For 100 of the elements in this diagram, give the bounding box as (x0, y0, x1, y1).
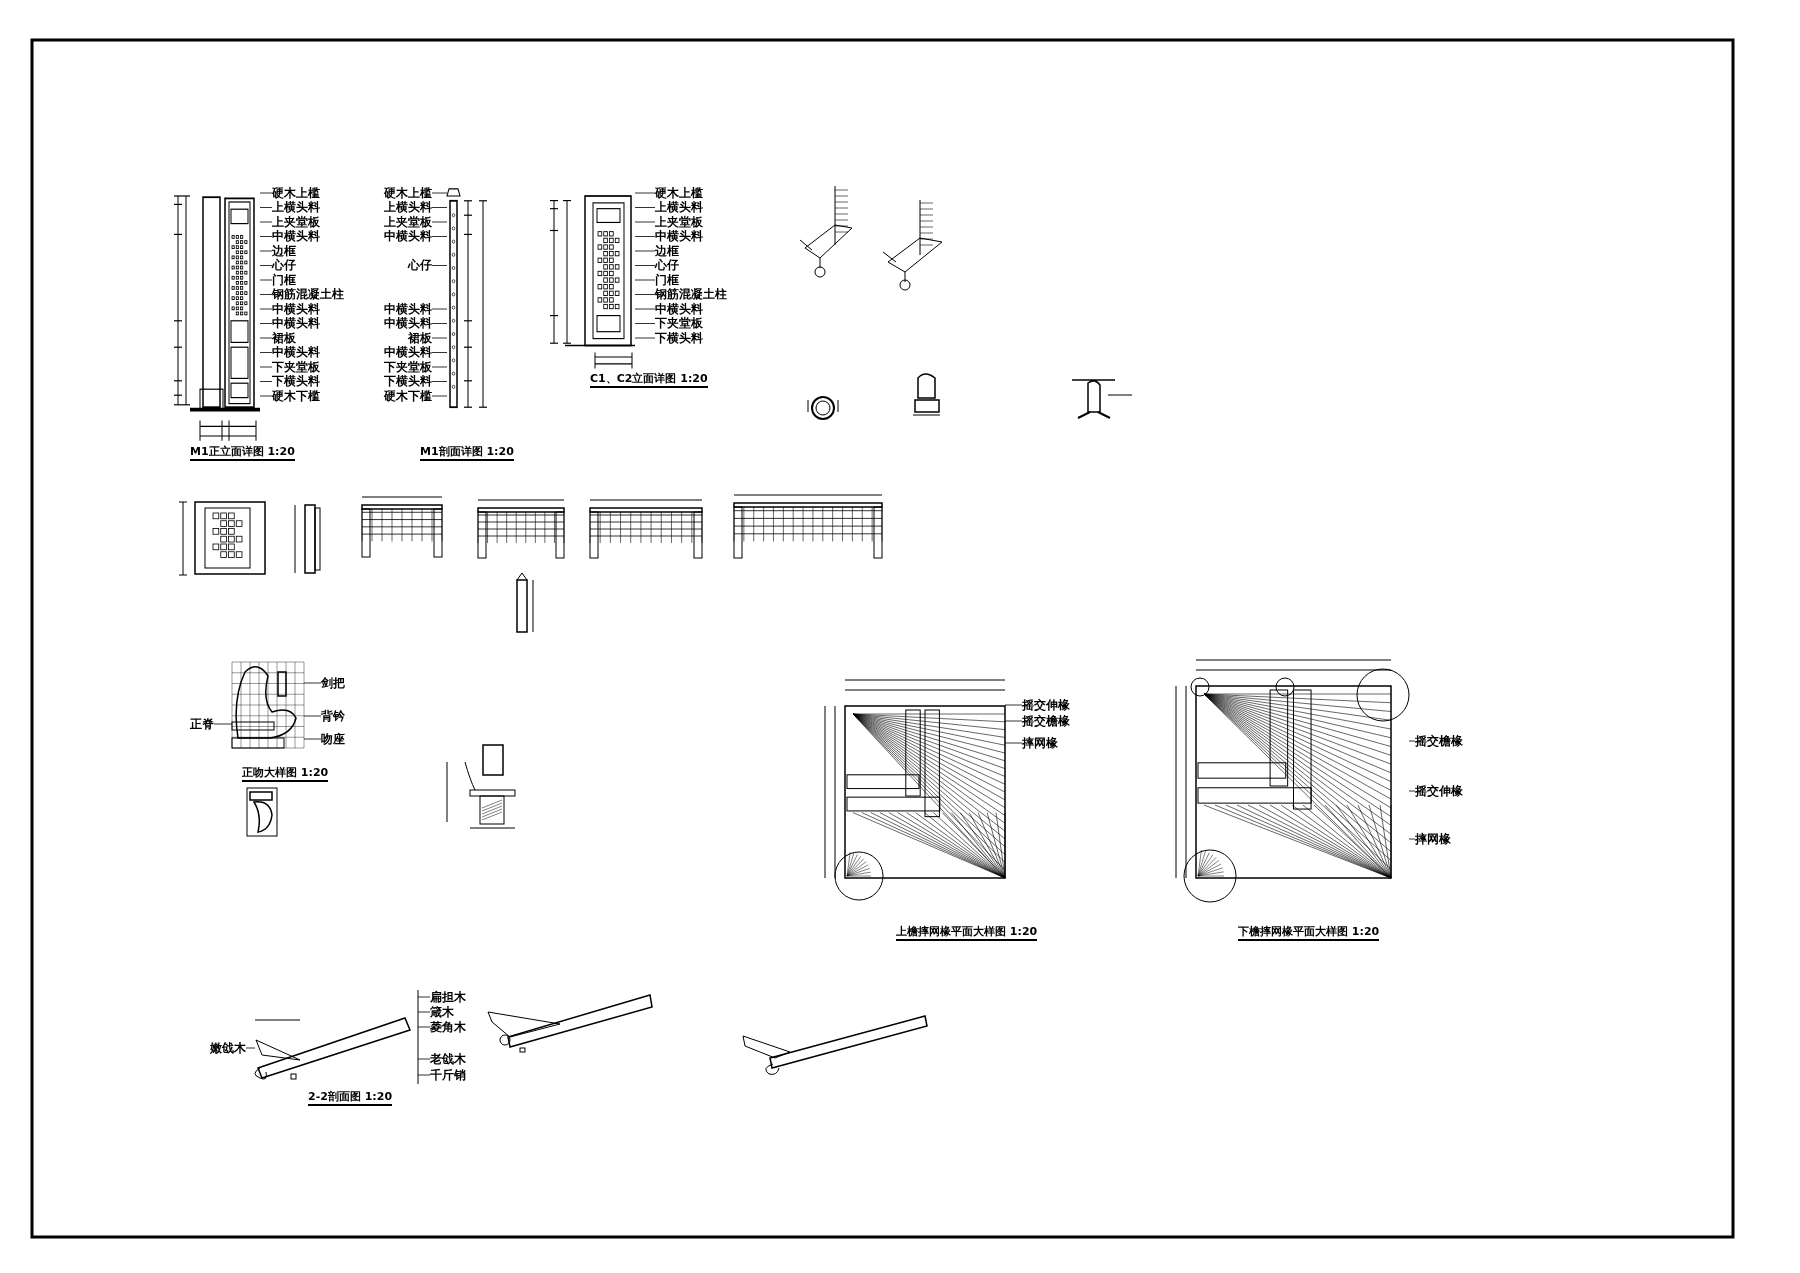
callout-label: 千斤销 (430, 1068, 466, 1082)
leader-line (213, 723, 233, 725)
leader-line (245, 1047, 256, 1049)
callout-label: 边框 (272, 244, 296, 258)
callout-label: 门框 (655, 273, 679, 287)
leader-line (634, 308, 656, 310)
leader-line (417, 1058, 431, 1060)
leader-line (259, 323, 273, 324)
leader-line (634, 337, 656, 339)
callout-label: 下横头料 (272, 375, 320, 388)
callout-label: 下夹堂板 (272, 360, 320, 374)
drawing-title: 上檐摔网椽平面大样图 1:20 (896, 925, 1038, 941)
leader-line (259, 294, 273, 295)
leader-line (417, 1011, 431, 1013)
callout-label: 中横头料 (655, 302, 703, 316)
leader-line (259, 250, 273, 252)
callout-label: 吻座 (321, 732, 345, 746)
callout-label: 正脊 (190, 717, 214, 731)
leader-line (303, 738, 322, 740)
leader-line (259, 366, 273, 368)
leader-line (634, 207, 656, 208)
callout-label: 摇交檐椽 (1415, 734, 1463, 748)
ridge-ornament-drawing (231, 661, 305, 749)
callout-label: 心仔 (272, 259, 296, 272)
callout-label: 摇交伸椽 (1415, 784, 1463, 798)
callout-label: 中横头料 (384, 317, 432, 330)
callout-label: 下夹堂板 (655, 317, 703, 330)
leader-line (1004, 742, 1023, 744)
callout-label: 中横头料 (384, 302, 432, 316)
leader-line (634, 294, 656, 295)
callout-label: 上横头料 (384, 201, 432, 214)
drawing-title: 下檐摔网椽平面大样图 1:20 (1238, 925, 1380, 941)
callout-label: 钢筋混凝土柱 (655, 288, 727, 301)
callout-label: 上夹堂板 (272, 215, 320, 229)
leader-line (259, 308, 273, 310)
drawing-title: C1、C2立面详图 1:20 (590, 372, 708, 388)
leader-line (634, 250, 656, 252)
callout-label: 摇交伸椽 (1022, 698, 1070, 712)
callout-label: 上横头料 (655, 201, 703, 214)
leader-line (1408, 790, 1416, 792)
leader-line (417, 1026, 431, 1028)
leader-line (259, 207, 273, 208)
callout-label: 中横头料 (655, 230, 703, 243)
leader-line (431, 308, 448, 310)
leader-line (259, 279, 273, 281)
callout-label: 硬木上槛 (272, 186, 320, 200)
door-elevation-drawing (173, 195, 260, 442)
callout-label: 上夹堂板 (655, 215, 703, 229)
callout-label: 下横头料 (384, 375, 432, 388)
callout-label: 摔网椽 (1415, 832, 1451, 846)
leader-line (431, 395, 448, 397)
leader-line (634, 221, 656, 223)
callout-label: 硬木上槛 (655, 186, 703, 200)
callout-label: 上横头料 (272, 201, 320, 214)
leader-line (259, 236, 273, 237)
callout-label: 中横头料 (272, 230, 320, 243)
callout-label: 摇交檐椽 (1022, 714, 1070, 728)
leader-line (259, 192, 273, 194)
callout-label: 中横头料 (384, 346, 432, 359)
leader-line (634, 279, 656, 281)
leader-line (634, 192, 656, 194)
callout-label: 菱角木 (430, 1020, 466, 1034)
leader-line (259, 337, 273, 339)
leader-line (1004, 704, 1023, 706)
leader-line (431, 207, 448, 208)
drawing-title: M1正立面详图 1:20 (190, 445, 295, 461)
callout-label: 钢筋混凝土柱 (272, 288, 344, 301)
drawing-title: 2-2剖面图 1:20 (308, 1090, 393, 1106)
callout-label: 中横头料 (272, 302, 320, 316)
callout-label: 扁担木 (430, 990, 466, 1004)
drawing-title: 正吻大样图 1:20 (242, 766, 329, 782)
rafter-plan-drawing (1175, 659, 1410, 903)
callout-label: 边框 (655, 244, 679, 258)
leader-line (634, 265, 656, 266)
leader-line (431, 236, 448, 237)
leader-line (634, 323, 656, 324)
leader-line (259, 221, 273, 223)
callout-label: 中横头料 (272, 317, 320, 330)
leader-line (417, 996, 431, 998)
leader-line (431, 323, 448, 324)
leader-line (431, 192, 448, 194)
callout-label: 中横头料 (384, 230, 432, 243)
drawing-title: M1剖面详图 1:20 (420, 445, 514, 461)
leader-line (303, 715, 322, 717)
leader-line (1408, 838, 1416, 840)
callout-label: 硬木上槛 (384, 186, 432, 200)
callout-label: 硬木下槛 (384, 389, 432, 403)
leader-line (259, 381, 273, 382)
callout-label: 裙板 (272, 331, 296, 345)
callout-label: 箴木 (430, 1005, 454, 1019)
leader-line (1004, 720, 1023, 722)
leader-line (431, 366, 448, 368)
callout-label: 老戗木 (430, 1052, 466, 1066)
leader-line (259, 265, 273, 266)
callout-label: 摔网椽 (1022, 736, 1058, 750)
leader-line (303, 682, 322, 684)
leader-line (417, 1074, 431, 1076)
leader-line (431, 381, 448, 382)
callout-label: 背钤 (321, 709, 345, 723)
callout-label: 嫩戗木 (210, 1041, 246, 1055)
